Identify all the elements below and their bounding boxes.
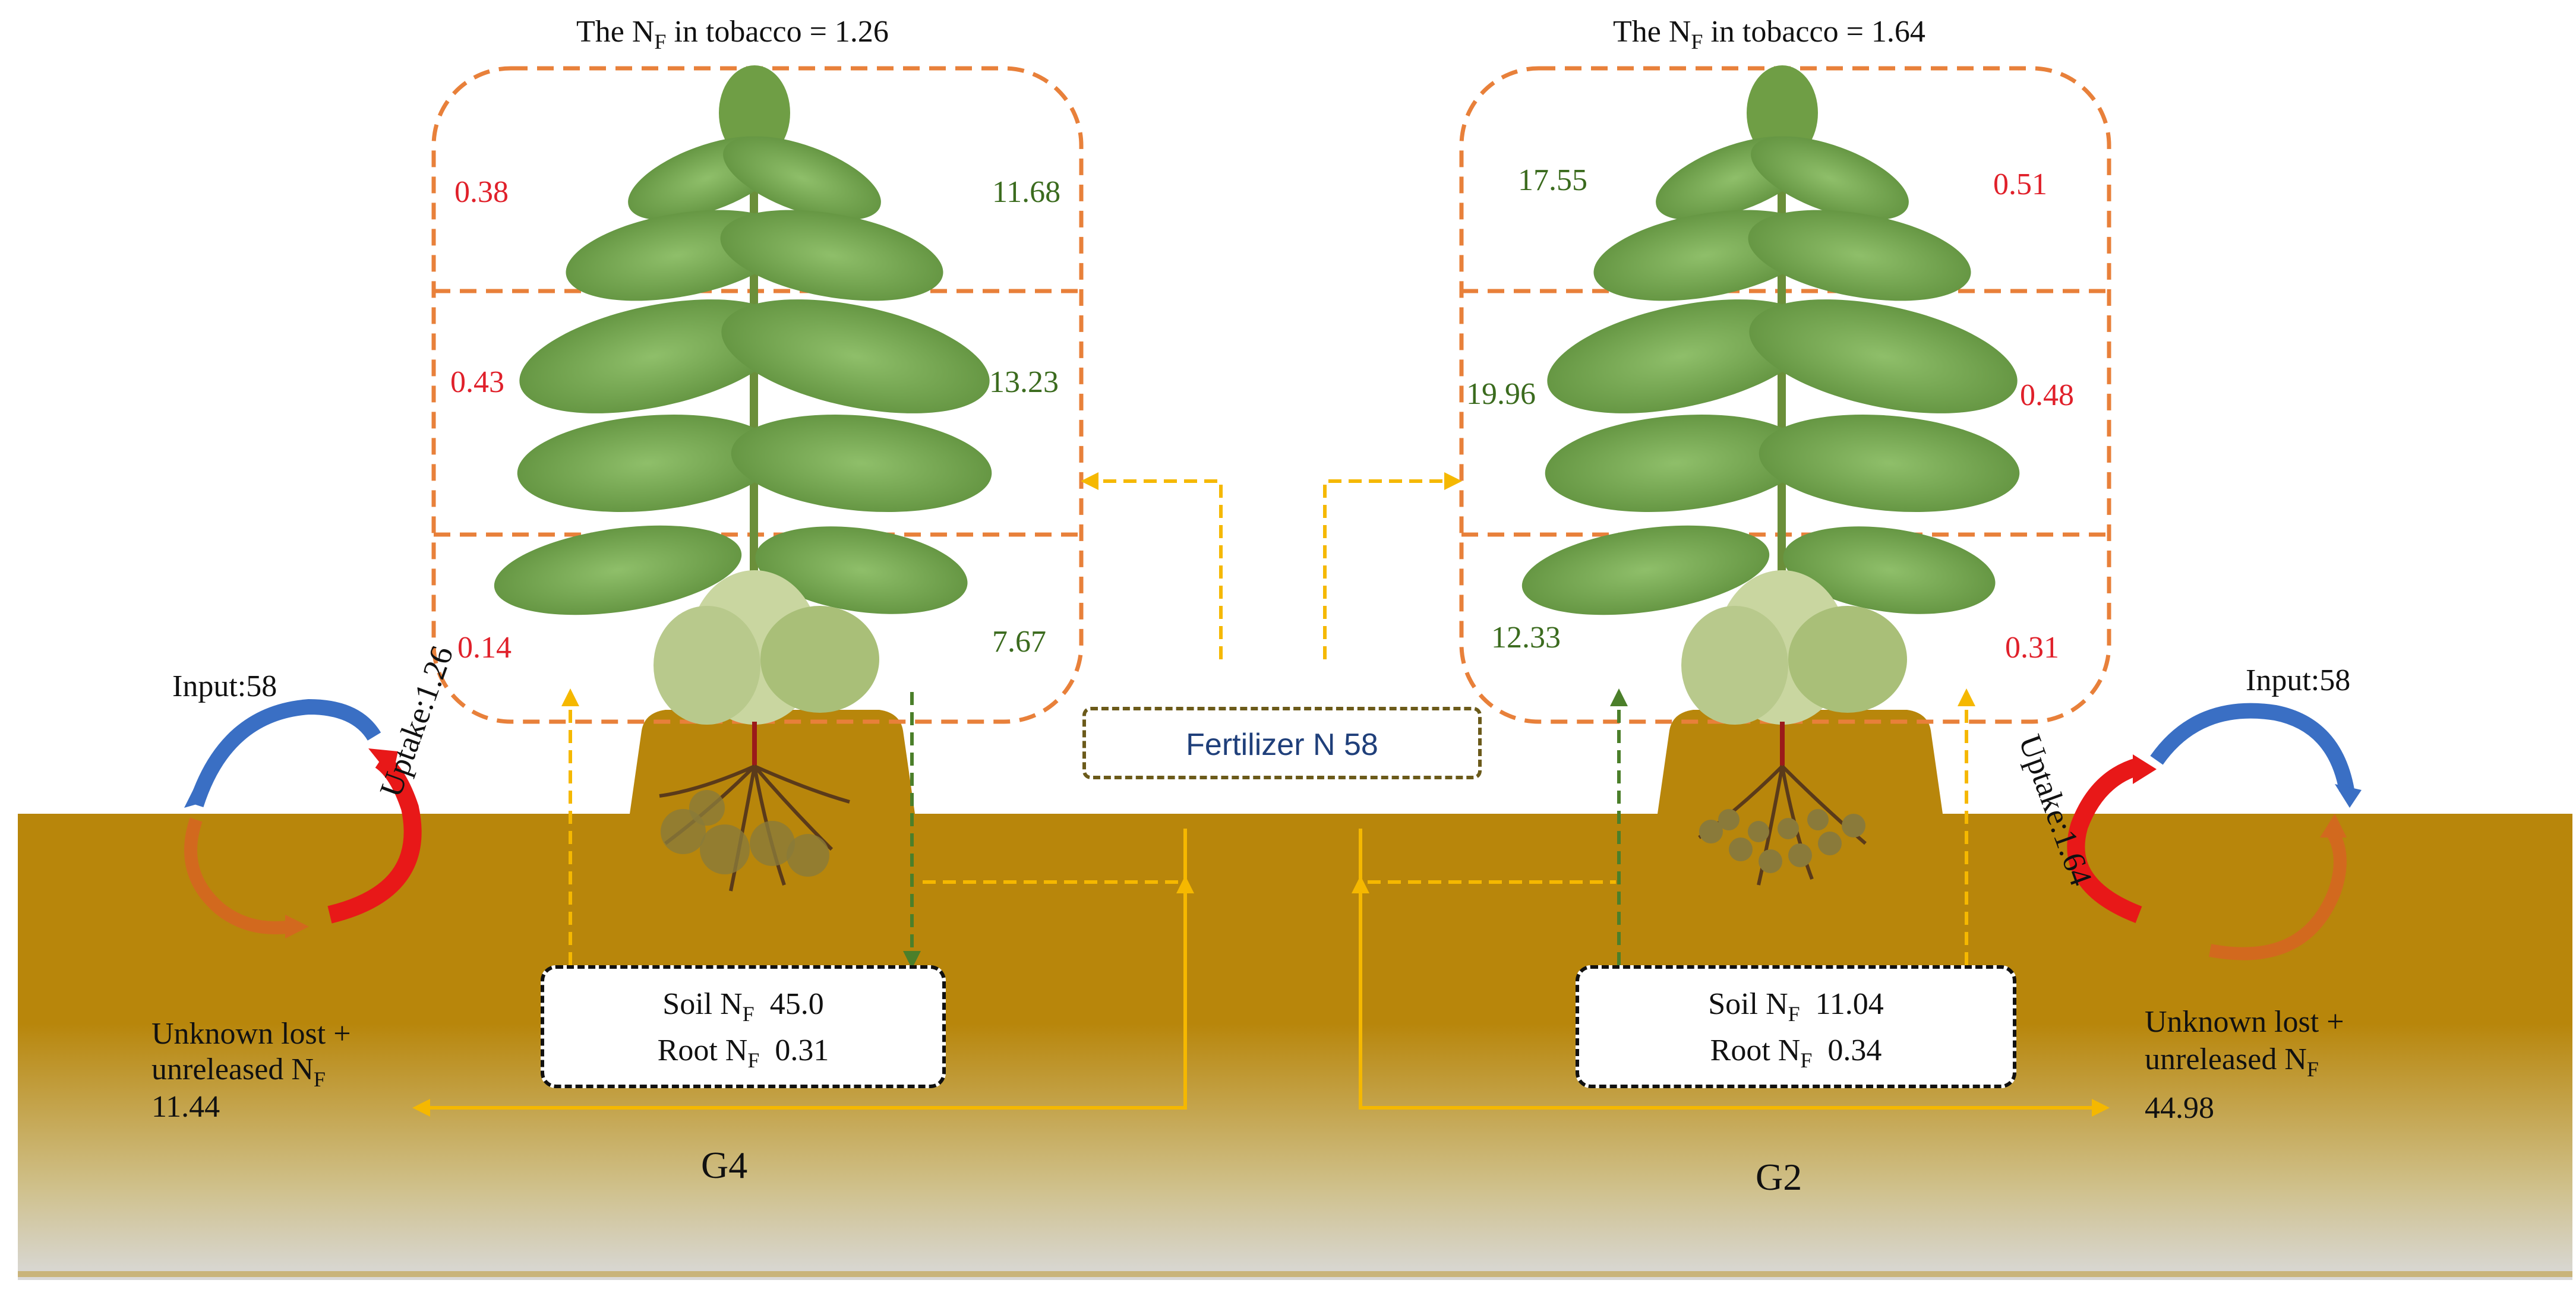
soil-line-left: Soil NF 45.0 — [662, 987, 824, 1026]
fertilizer-box: Fertilizer N 58 — [1082, 707, 1482, 779]
arrow-fertilizer-to-left-plant — [1081, 472, 1223, 659]
soil-mound-left — [630, 710, 915, 814]
title-right: The NF in tobacco = 1.64 — [1613, 15, 1925, 53]
title-left-suffix: in tobacco = 1.26 — [666, 15, 889, 49]
arrow-fertilizer-to-right-plant — [1323, 472, 1462, 659]
arrow-fertilizer-to-left-lost — [412, 829, 1187, 1117]
right-value-upper-left: 17.55 — [1518, 163, 1587, 197]
left-value-lower-left: 0.14 — [457, 631, 512, 665]
nitrogen-cycle-icon-left — [184, 699, 422, 938]
arrow-fertilizer-to-right-lost — [1359, 829, 2110, 1117]
soil-root-box-right: Soil NF 11.04 Root NF 0.34 — [1576, 965, 2016, 1088]
lost-value-left: 11.44 — [151, 1090, 220, 1124]
left-value-upper-right: 11.68 — [992, 175, 1061, 209]
lost-text-left-line2: unreleased NF — [151, 1053, 326, 1091]
right-value-middle-right: 0.48 — [2020, 378, 2074, 412]
title-left-prefix: The N — [576, 15, 655, 49]
soil-mound-right — [1658, 710, 1943, 814]
soil-line-right: Soil NF 11.04 — [1708, 987, 1884, 1026]
nitrogen-cycle-icon-right — [2067, 703, 2362, 960]
input-label-left: Input:58 — [172, 669, 277, 703]
tobacco-plant-left — [494, 65, 992, 725]
title-left-sub: F — [654, 30, 667, 53]
input-label-right: Input:58 — [2246, 663, 2351, 697]
ground-line — [18, 1271, 2572, 1277]
title-right-prefix: The N — [1613, 15, 1691, 49]
tobacco-plant-right — [1521, 65, 2020, 725]
left-value-middle-left: 0.43 — [450, 365, 504, 399]
roots-left — [659, 722, 850, 892]
soil-layer — [18, 814, 2572, 1280]
lost-text-right-line2: unreleased NF — [2145, 1042, 2319, 1081]
root-line-left: Root NF 0.31 — [657, 1034, 829, 1072]
left-value-lower-right: 7.67 — [992, 625, 1046, 659]
lost-text-left-line1: Unknown lost + — [151, 1017, 351, 1051]
soil-root-box-left: Soil NF 45.0 Root NF 0.31 — [541, 965, 946, 1088]
title-right-sub: F — [1691, 30, 1703, 53]
left-value-middle-right: 13.23 — [989, 365, 1059, 399]
group-label-right: G2 — [1756, 1156, 1802, 1198]
title-left: The NF in tobacco = 1.26 — [576, 15, 889, 53]
right-value-lower-left: 12.33 — [1491, 621, 1561, 655]
left-value-upper-left: 0.38 — [454, 175, 509, 209]
lost-value-right: 44.98 — [2145, 1091, 2214, 1125]
title-right-suffix: in tobacco = 1.64 — [1703, 15, 1925, 49]
right-value-lower-right: 0.31 — [2005, 631, 2059, 665]
right-value-upper-right: 0.51 — [1993, 168, 2047, 201]
roots-right — [1698, 722, 1867, 886]
root-line-right: Root NF 0.34 — [1710, 1034, 1882, 1072]
fertilizer-label: Fertilizer N 58 — [1186, 728, 1378, 762]
right-value-middle-left: 19.96 — [1466, 377, 1536, 411]
lost-text-right-line1: Unknown lost + — [2145, 1005, 2344, 1039]
group-label-left: G4 — [701, 1144, 748, 1186]
